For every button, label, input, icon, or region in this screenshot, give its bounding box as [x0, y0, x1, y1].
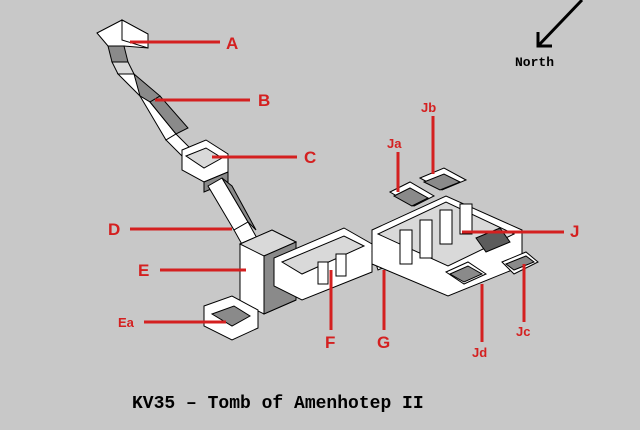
label-f: F	[325, 333, 335, 352]
north-arrow-icon	[536, 0, 584, 48]
label-jd: Jd	[472, 345, 487, 360]
label-g: G	[377, 333, 390, 352]
label-jc: Jc	[516, 324, 530, 339]
label-d: D	[108, 220, 120, 239]
label-ja: Ja	[387, 136, 402, 151]
label-j: J	[570, 222, 579, 241]
label-c: C	[304, 148, 316, 167]
label-e: E	[138, 261, 149, 280]
diagram-title: KV35 – Tomb of Amenhotep II	[132, 394, 424, 414]
north-label: North	[515, 55, 554, 70]
label-a: A	[226, 34, 238, 53]
tomb-structure	[96, 19, 539, 341]
label-jb: Jb	[421, 100, 436, 115]
label-b: B	[258, 91, 270, 110]
leader-lines	[130, 40, 564, 342]
label-ea: Ea	[118, 315, 135, 330]
